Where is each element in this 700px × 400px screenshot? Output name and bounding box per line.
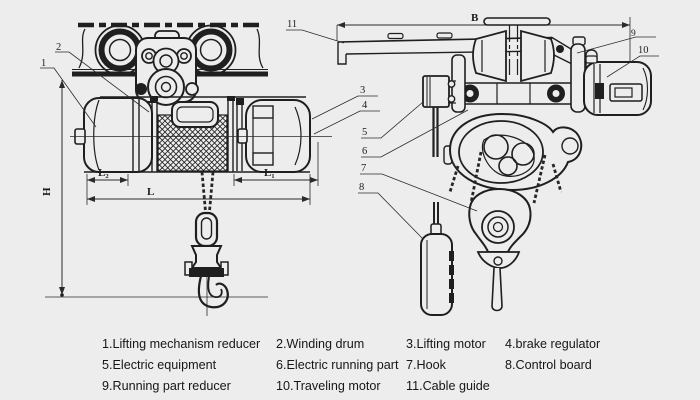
callout-4: 4 <box>313 100 380 135</box>
hook-front <box>45 211 268 316</box>
callout-10-label: 10 <box>638 45 649 56</box>
callout-5-label: 5 <box>362 127 367 138</box>
front-view: H L₂ L₁ L 1 2 3 <box>40 22 380 316</box>
callout-2-label: 2 <box>56 42 61 53</box>
trolley-frame-front <box>135 30 199 106</box>
callout-3-label: 3 <box>360 85 365 96</box>
dim-label-L1: L₁ <box>264 167 275 179</box>
callout-4-label: 4 <box>362 100 368 111</box>
callout-5: 5 <box>361 101 424 139</box>
hook-side <box>468 187 532 312</box>
callout-2: 2 <box>55 42 150 113</box>
legend-item-9: 9.Running part reducer <box>102 379 231 393</box>
callout-7: 7 <box>360 163 478 212</box>
callout-10: 10 <box>606 45 659 78</box>
pendant-button <box>449 279 454 289</box>
winding-drum <box>150 96 235 172</box>
pendant-button <box>449 251 454 261</box>
legend-item-10: 10.Traveling motor <box>276 379 381 393</box>
reducer-housing <box>74 97 153 173</box>
legend-item-7: 7.Hook <box>406 358 446 372</box>
callout-8-label: 8 <box>359 182 364 193</box>
legend-item-4: 4.brake regulator <box>505 337 601 351</box>
dim-label-H: H <box>41 187 53 196</box>
legend-item-6: 6.Electric running part <box>276 358 399 372</box>
control-pendant <box>420 202 454 316</box>
traveling-motor <box>583 55 652 116</box>
callout-8: 8 <box>358 182 424 240</box>
legend-item-1: 1.Lifting mechanism reducer <box>102 337 261 351</box>
wire-ropes-front <box>200 171 215 218</box>
callout-11: 11 <box>286 19 345 44</box>
callout-3: 3 <box>311 85 378 120</box>
dim-label-L: L <box>147 186 154 198</box>
lifting-motor <box>236 98 311 173</box>
wire-ropes-side <box>448 151 563 204</box>
dimension-L1: L₁ <box>233 142 319 186</box>
callout-6: 6 <box>361 109 469 158</box>
trolley-wheels-side <box>472 29 555 83</box>
callout-9: 9 <box>576 29 656 54</box>
dimension-H: H <box>41 80 65 297</box>
callout-9-label: 9 <box>631 29 636 39</box>
callout-6-label: 6 <box>362 146 367 157</box>
dimension-L: L <box>87 174 311 205</box>
legend-item-11: 11.Cable guide <box>406 379 490 393</box>
gear-case-side <box>443 112 583 192</box>
hoist-body-front <box>70 96 332 173</box>
legend-item-3: 3.Lifting motor <box>406 337 486 351</box>
pendant-button <box>449 265 454 275</box>
callout-11-label: 11 <box>287 19 297 30</box>
pendant-button <box>449 293 454 303</box>
callout-1-label: 1 <box>41 58 46 69</box>
callout-1: 1 <box>40 58 97 128</box>
legend-item-8: 8.Control board <box>505 358 592 372</box>
callout-7-label: 7 <box>361 163 366 174</box>
side-view: B <box>286 12 659 316</box>
ibeam-section <box>483 17 551 75</box>
parts-legend: 1.Lifting mechanism reducer 2.Winding dr… <box>102 337 600 393</box>
legend-item-2: 2.Winding drum <box>276 337 365 351</box>
diagram-canvas: H L₂ L₁ L 1 2 3 <box>40 12 659 316</box>
legend-item-5: 5.Electric equipment <box>102 358 217 372</box>
dim-label-B: B <box>471 12 479 24</box>
dim-label-L2: L₂ <box>98 167 109 179</box>
electric-equipment-box <box>422 75 456 157</box>
